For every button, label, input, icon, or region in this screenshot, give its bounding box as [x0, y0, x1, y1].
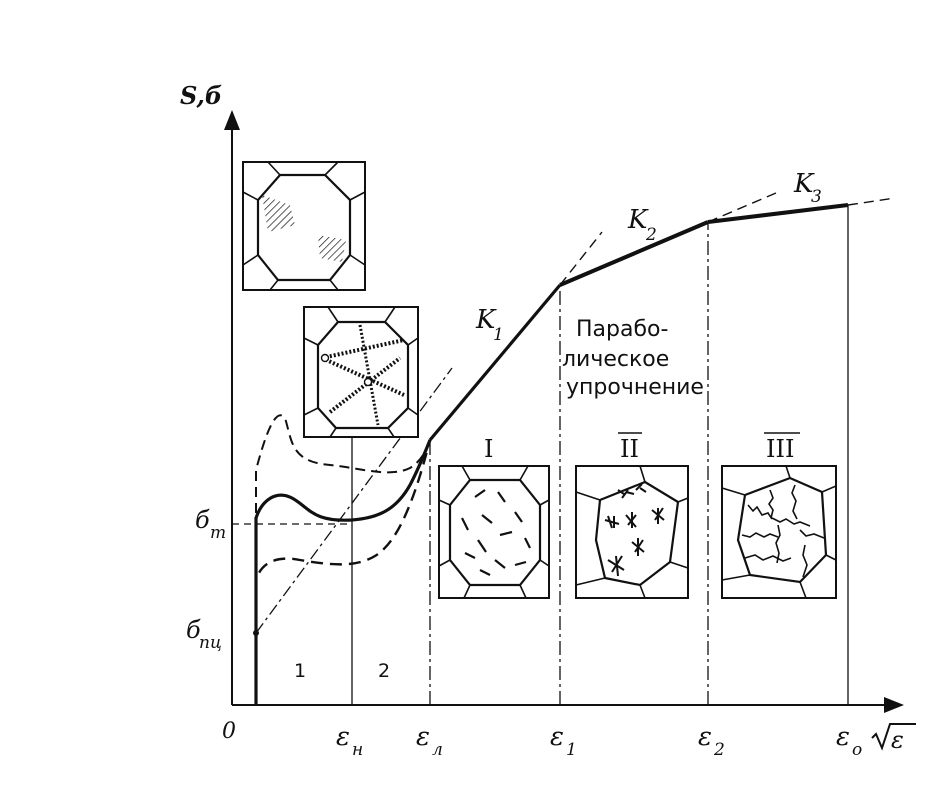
vertical-guides — [351, 205, 849, 705]
y-tick-sigma-pc-sub: пц — [199, 633, 222, 653]
stage-iii-grain-image — [721, 465, 837, 599]
y-tick-sigma-pc-main: б — [186, 616, 201, 644]
stage-i-grain-image — [438, 465, 550, 599]
k1-label-main: K — [475, 305, 497, 335]
grain-image-slip-lines — [303, 306, 419, 438]
axes — [224, 110, 904, 713]
k3-segment — [707, 203, 849, 224]
y-tick-sigma-t-main: б — [195, 506, 210, 534]
x-axis-label: ε — [871, 723, 916, 754]
x-tick-e2-sub: 2 — [713, 740, 725, 760]
k1-label-sub: 1 — [493, 325, 504, 345]
x-tick-e2: ε 2 — [698, 722, 725, 760]
y-tick-sigma-pc: б пц — [186, 616, 222, 653]
parabolic-hardening-label: Парабо- лическое упрочнение — [562, 317, 704, 400]
x-tick-el-main: ε — [416, 722, 430, 752]
x-tick-eh: ε н — [336, 722, 363, 760]
x-tick-e1-sub: 1 — [566, 740, 577, 760]
x-tick-el-sub: л — [432, 740, 443, 760]
zone-2-label: 2 — [378, 660, 390, 682]
linear-extrapolation-line — [255, 367, 453, 634]
stage-ii-label-text: II — [620, 435, 639, 463]
x-tick-e0-sub: о — [852, 740, 862, 760]
x-tick-e1: ε 1 — [550, 722, 577, 760]
grain-image-slip-bands — [242, 161, 366, 291]
stage-ii-label: II — [618, 432, 642, 463]
k3-label: K 3 — [793, 169, 822, 207]
k1-segment — [428, 283, 562, 442]
stage-iii-label-text: III — [766, 435, 794, 463]
k3-label-sub: 3 — [811, 187, 822, 207]
stage-i-label: I — [484, 435, 493, 463]
parabolic-line-2: лическое — [562, 347, 669, 372]
x-tick-eh-main: ε — [336, 722, 350, 752]
main-flow-curve — [254, 439, 432, 705]
origin-label: 0 — [222, 719, 236, 744]
lower-dashed-curve — [254, 439, 432, 705]
parabolic-line-3: упрочнение — [566, 375, 704, 400]
k2-segment — [559, 220, 709, 287]
upper-dashed-curve — [255, 414, 431, 705]
x-axis-label-text: ε — [891, 726, 904, 754]
x-tick-e0-main: ε — [836, 722, 850, 752]
k2-label-main: K — [627, 205, 649, 235]
x-tick-eh-sub: н — [352, 740, 363, 760]
zone-1-label: 1 — [294, 660, 306, 682]
x-tick-e0: ε о — [836, 722, 862, 760]
k1-label: K 1 — [475, 305, 504, 345]
k2-label: K 2 — [627, 205, 657, 245]
x-tick-el: ε л — [416, 722, 443, 760]
stage-ii-grain-image — [575, 465, 689, 599]
stage-iii-label: III — [764, 432, 800, 463]
k3-extension — [847, 197, 896, 206]
k2-extension — [707, 192, 777, 223]
parabolic-line-1: Парабо- — [576, 317, 668, 342]
k2-label-sub: 2 — [645, 225, 657, 245]
y-tick-sigma-t-sub: т — [210, 523, 226, 543]
x-tick-e1-main: ε — [550, 722, 564, 752]
y-tick-sigma-t: б т — [195, 506, 226, 543]
y-axis-label: S,б — [180, 81, 222, 110]
x-tick-e2-main: ε — [698, 722, 712, 752]
k3-label-main: K — [793, 169, 815, 199]
k1-extension — [559, 231, 603, 286]
